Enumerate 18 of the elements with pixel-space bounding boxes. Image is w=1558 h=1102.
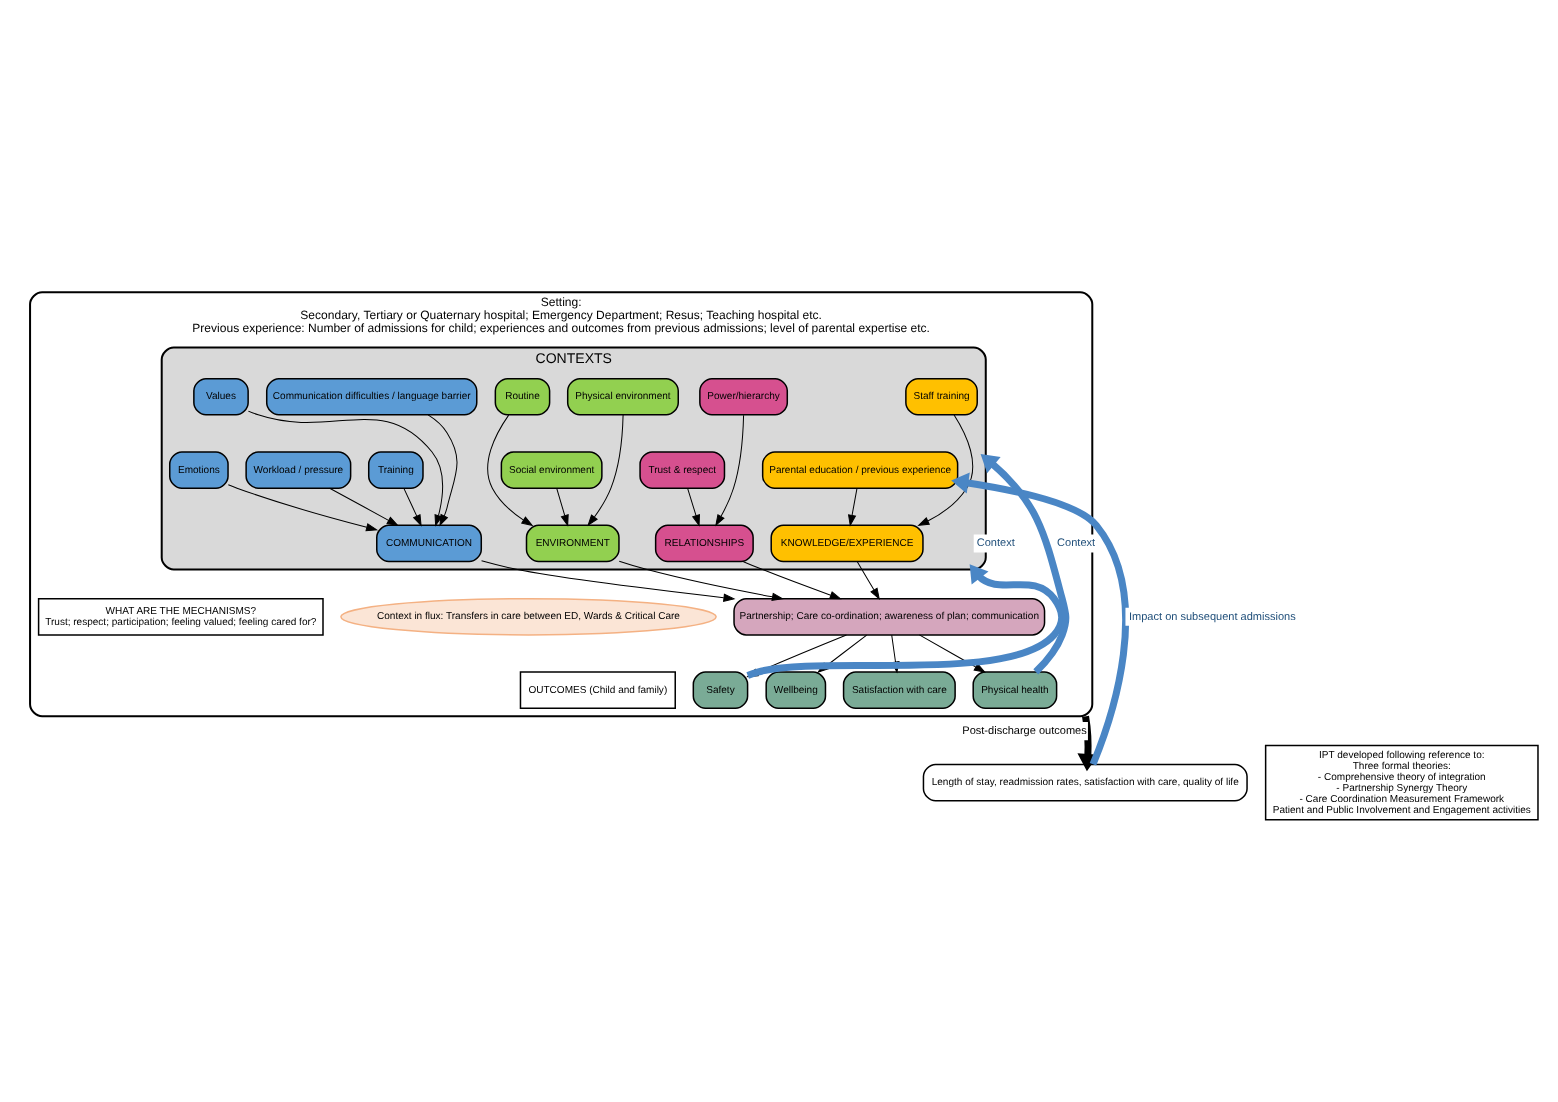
arrow — [855, 560, 879, 599]
arrow — [555, 486, 568, 525]
arrow — [1076, 714, 1098, 771]
arrow — [917, 413, 973, 525]
arrow — [979, 453, 1069, 674]
arrow — [402, 486, 421, 525]
arrow — [586, 413, 623, 525]
arrow — [480, 559, 734, 601]
arrow — [847, 486, 857, 525]
arrow — [714, 413, 744, 525]
arrow — [328, 486, 398, 525]
arrow — [226, 483, 377, 531]
arrow — [741, 560, 840, 599]
arrow — [617, 559, 782, 600]
arrow — [486, 413, 532, 525]
arrow — [686, 486, 699, 525]
arrow — [950, 471, 1128, 765]
arrow — [426, 413, 457, 525]
